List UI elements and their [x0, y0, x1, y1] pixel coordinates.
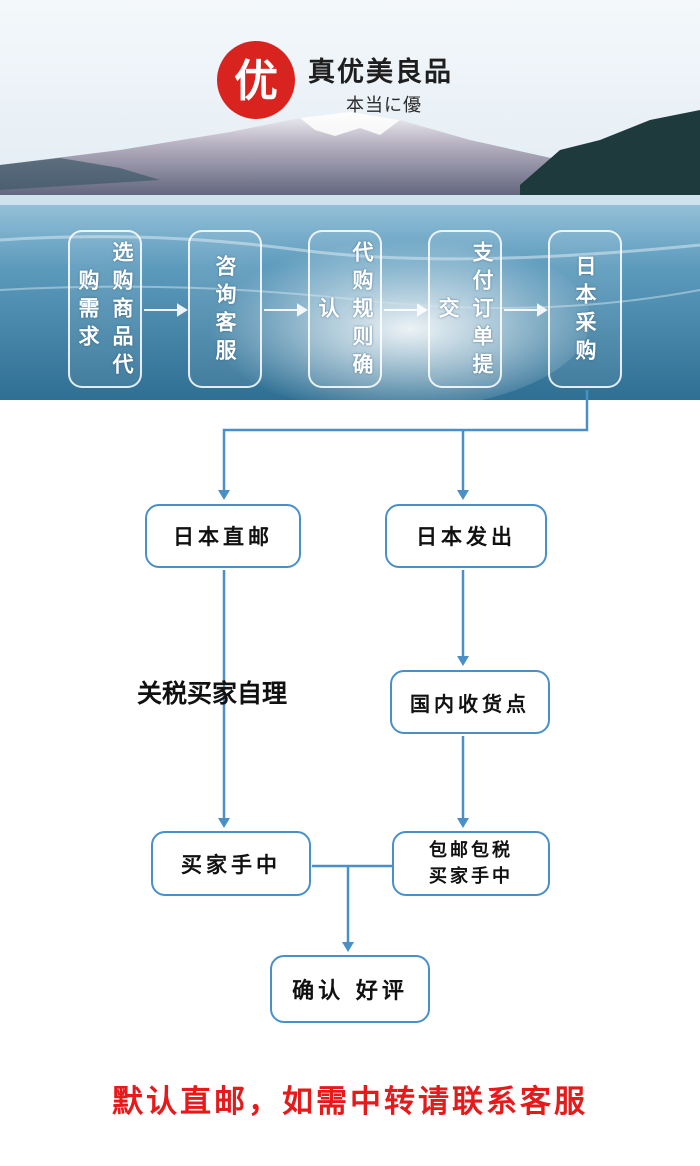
hero-scenery — [0, 0, 700, 400]
step-select-goods: 选购商品代购需求 — [68, 230, 142, 388]
brand-tagline: 本当に優 — [346, 95, 422, 116]
node-label: 日本发出 — [416, 525, 516, 549]
brand-name: 真优美良品 — [308, 57, 453, 88]
step-label: 支付订单提交 — [436, 241, 494, 381]
step-confirm-rules: 代购规则确认 — [308, 230, 382, 388]
node-japan-direct-mail: 日本直邮 — [145, 504, 301, 568]
step-label: 日本采购 — [573, 255, 597, 367]
brand-logo-icon: 优 — [217, 41, 295, 119]
step-label: 咨询客服 — [213, 255, 237, 367]
step-label: 选购商品代购需求 — [76, 241, 134, 381]
node-confirm-review: 确认 好评 — [270, 955, 430, 1023]
node-domestic-receiving: 国内收货点 — [390, 670, 550, 734]
node-ship-from-japan: 日本发出 — [385, 504, 547, 568]
hero-banner: 优 真优美良品 本当に優 选购商品代购需求 咨询客服 代购规则确认 支付订单提交… — [0, 0, 700, 400]
step-arrows — [144, 303, 548, 317]
node-free-shipping-tax: 包邮包税 买家手中 — [392, 831, 550, 896]
node-label: 买家手中 — [181, 852, 281, 877]
node-label: 确认 好评 — [292, 979, 408, 1004]
brand-logo-char: 优 — [234, 56, 278, 107]
step-consult-service: 咨询客服 — [188, 230, 262, 388]
step-label: 代购规则确认 — [316, 241, 374, 381]
step-pay-order: 支付订单提交 — [428, 230, 502, 388]
node-label: 国内收货点 — [410, 691, 530, 716]
node-buyer-receives: 买家手中 — [151, 831, 311, 896]
footer-notice: 默认直邮，如需中转请联系客服 — [112, 1084, 588, 1120]
customs-note: 关税买家自理 — [137, 679, 288, 708]
node-label: 日本直邮 — [173, 525, 273, 549]
node-label: 包邮包税 买家手中 — [429, 839, 513, 887]
step-japan-purchase: 日本采购 — [548, 230, 622, 388]
